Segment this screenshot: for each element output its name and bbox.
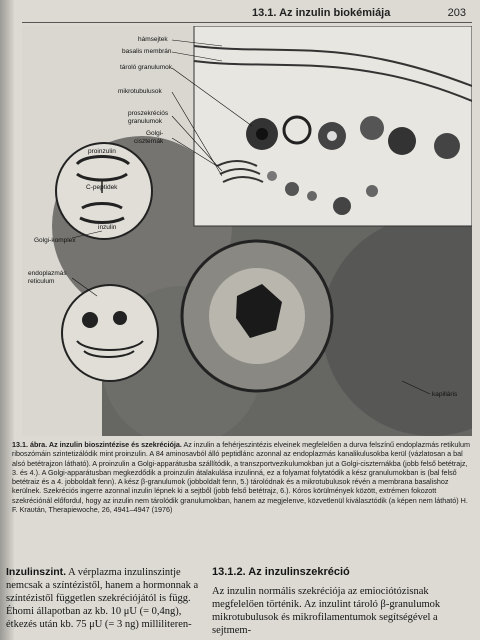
label-inzulin: inzulin <box>98 224 117 231</box>
right-text: Az inzulin normális szekréciója az emioc… <box>212 586 441 636</box>
proinsulin-inset <box>55 142 153 240</box>
label-reticulum: reticulum <box>28 278 55 285</box>
caption-label: 13.1. ábra. Az inzulin bioszintézise és … <box>12 440 182 449</box>
page-number: 203 <box>447 7 466 19</box>
label-granulumok: granulumok <box>128 118 162 125</box>
leader-lines <box>71 39 431 395</box>
figure-13-1: hámsejtek basalis membrán tároló granulu… <box>22 26 472 436</box>
label-golgi-komplex: Golgi-komplex <box>34 237 76 244</box>
label-kapillaris: kapilláris <box>432 391 458 398</box>
reticulum-inset <box>61 284 159 382</box>
page-gutter <box>0 0 14 640</box>
section-title: 13.1. Az inzulin biokémiája <box>252 7 391 19</box>
subsection-heading: 13.1.2. Az inzulinszekréció <box>212 566 350 578</box>
figure-illustration <box>22 26 472 436</box>
golgi-cisternae <box>216 160 264 183</box>
label-basalis: basalis membrán <box>122 48 172 55</box>
label-hamsejtek: hámsejtek <box>138 36 168 43</box>
membrane-lines <box>193 45 472 102</box>
figure-caption: 13.1. ábra. Az inzulin bioszintézise és … <box>12 440 474 514</box>
nucleolus <box>236 284 282 338</box>
label-ciszternak: ciszternák <box>134 138 164 145</box>
right-column: 13.1.2. Az inzulinszekréció Az inzulin n… <box>212 566 474 637</box>
granule-row-2 <box>267 171 378 215</box>
left-text: A vérplazma inzulinszintje nemcsak a szí… <box>6 567 199 630</box>
label-golgi: Golgi- <box>146 130 164 137</box>
label-endoplazmas: endoplazmás <box>28 270 67 277</box>
label-proinzulin: proinzulin <box>88 148 116 155</box>
label-proszekrecios: proszekréciós <box>128 110 169 117</box>
label-mikrotubulusok: mikrotubulusok <box>118 88 162 95</box>
granule-row-1 <box>246 115 460 159</box>
label-tarolo: tároló granulumok <box>120 64 173 71</box>
running-header: 13.1. Az inzulin biokémiája 203 <box>22 6 472 23</box>
caption-text: Az inzulin a fehérjeszintézis elveinek m… <box>12 440 470 515</box>
left-column: Inzulinszint. A vérplazma inzulinszintje… <box>6 566 206 631</box>
label-cpeptid: C-peptidek <box>86 184 118 191</box>
left-lead: Inzulinszint. <box>6 566 67 578</box>
